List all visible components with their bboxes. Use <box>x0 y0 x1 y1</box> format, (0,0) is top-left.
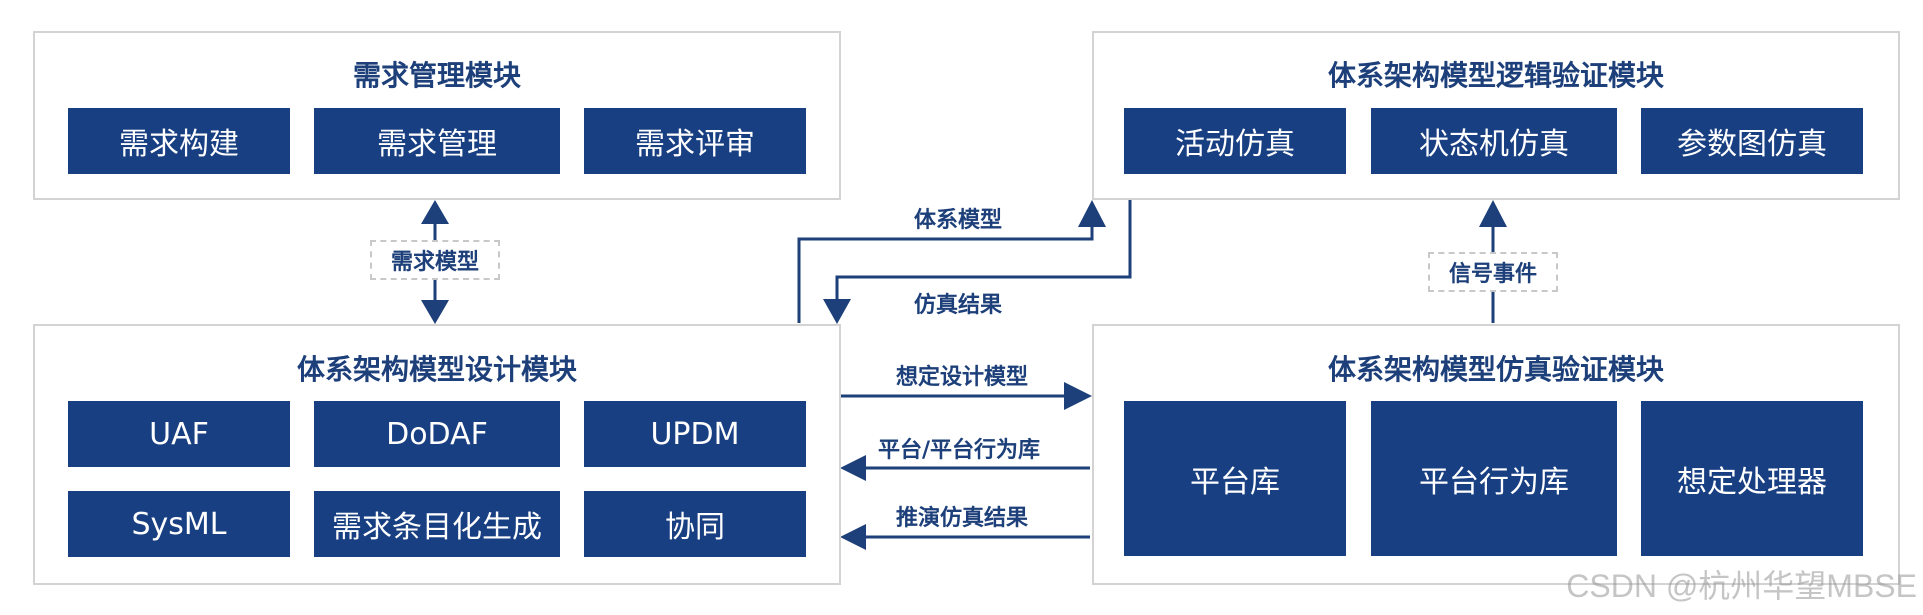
requirements-module-title: 需求管理模块 <box>352 59 521 92</box>
deduction-result-arrowhead <box>840 524 866 550</box>
block-updm[interactable]: UPDM <box>584 401 806 467</box>
block-uaf[interactable]: UAF <box>68 401 290 467</box>
platform-library-arrowhead <box>840 455 866 481</box>
scenario-design-model-label: 想定设计模型 <box>896 365 1029 390</box>
platform-library-label: 平台/平台行为库 <box>878 438 1041 463</box>
signal-event-arrowhead <box>1479 200 1507 227</box>
system-model-line <box>797 225 1094 323</box>
simulation-result-arrowhead <box>823 299 851 324</box>
block-platform-library[interactable]: 平台库 <box>1124 401 1346 556</box>
block-requirement-build[interactable]: 需求构建 <box>68 108 290 174</box>
block-sysml[interactable]: SysML <box>68 491 290 557</box>
logic-verification-module-title: 体系架构模型逻辑验证模块 <box>1327 59 1664 92</box>
block-platform-behavior-library[interactable]: 平台行为库 <box>1371 401 1617 556</box>
simulation-verification-module: 体系架构模型仿真验证模块 平台库 平台行为库 想定处理器 <box>1092 324 1900 585</box>
requirement-model-arrow-up <box>421 200 449 224</box>
design-module-title: 体系架构模型设计模块 <box>296 353 577 386</box>
simulation-result-label: 仿真结果 <box>914 293 1003 318</box>
signal-event-label: 信号事件 <box>1428 252 1558 292</box>
simulation-verification-module-title: 体系架构模型仿真验证模块 <box>1327 353 1664 386</box>
block-activity-simulation[interactable]: 活动仿真 <box>1124 108 1346 174</box>
block-requirement-review[interactable]: 需求评审 <box>584 108 806 174</box>
block-dodaf[interactable]: DoDAF <box>314 401 560 467</box>
system-model-arrowhead <box>1078 200 1106 227</box>
block-state-machine-simulation[interactable]: 状态机仿真 <box>1371 108 1617 174</box>
block-scenario-processor[interactable]: 想定处理器 <box>1641 401 1863 556</box>
requirements-module: 需求管理模块 需求构建 需求管理 需求评审 <box>33 31 841 200</box>
requirement-model-arrow-down <box>421 300 449 324</box>
scenario-model-arrowhead <box>1064 382 1092 410</box>
system-model-label: 体系模型 <box>914 208 1003 233</box>
design-module: 体系架构模型设计模块 UAF DoDAF UPDM SysML 需求条目化生成 … <box>33 324 841 585</box>
simulation-result-line <box>835 200 1132 302</box>
block-requirement-itemization[interactable]: 需求条目化生成 <box>314 491 560 557</box>
logic-verification-module: 体系架构模型逻辑验证模块 活动仿真 状态机仿真 参数图仿真 <box>1092 31 1900 200</box>
block-parametric-simulation[interactable]: 参数图仿真 <box>1641 108 1863 174</box>
block-collaboration[interactable]: 协同 <box>584 491 806 557</box>
requirement-model-label: 需求模型 <box>370 240 500 280</box>
block-requirement-manage[interactable]: 需求管理 <box>314 108 560 174</box>
deduction-result-label: 推演仿真结果 <box>896 506 1029 531</box>
watermark: CSDN @杭州华望MBSE <box>1566 568 1917 604</box>
